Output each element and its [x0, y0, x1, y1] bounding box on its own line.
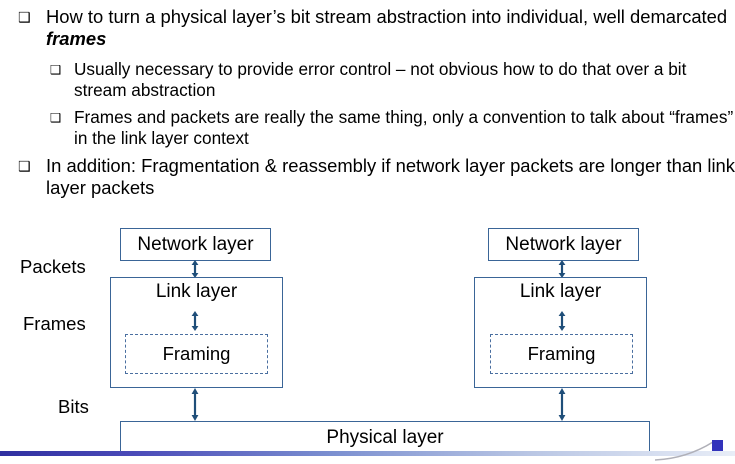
- right-frames-arrow-icon: [558, 311, 566, 331]
- bullet-item-3: ❑ Frames and packets are really the same…: [0, 107, 735, 149]
- bullet-item-4: ❑ In addition: Fragmentation & reassembl…: [0, 155, 735, 200]
- bullet-item-4-text: In addition: Fragmentation & reassembly …: [46, 154, 735, 199]
- physical-layer-box[interactable]: Physical layer: [120, 421, 650, 455]
- bullet-item-1-text-main: How to turn a physical layer’s bit strea…: [46, 6, 728, 27]
- right-network-layer-box[interactable]: Network layer: [488, 228, 639, 261]
- left-bits-arrow-icon: [191, 388, 199, 421]
- right-link-layer-label: Link layer: [519, 281, 602, 302]
- left-network-layer-box[interactable]: Network layer: [120, 228, 271, 261]
- bullet-item-1-text: How to turn a physical layer’s bit strea…: [46, 6, 735, 51]
- square-bullet-icon: ❑: [50, 109, 62, 125]
- label-packets: Packets: [20, 256, 86, 277]
- bullet-item-3-text: Frames and packets are really the same t…: [74, 106, 734, 148]
- bullet-list: ❑ How to turn a physical layer’s bit str…: [0, 0, 735, 202]
- square-bullet-icon: ❑: [18, 10, 31, 26]
- footer-swoosh-decoration: [655, 441, 714, 461]
- left-link-layer-label: Link layer: [155, 281, 238, 302]
- square-bullet-icon: ❑: [50, 61, 62, 77]
- left-framing-box[interactable]: Framing: [125, 334, 268, 374]
- left-frames-arrow-icon: [191, 311, 199, 331]
- left-packets-arrow-icon: [191, 260, 199, 278]
- right-packets-arrow-icon: [558, 260, 566, 278]
- bullet-item-1: ❑ How to turn a physical layer’s bit str…: [0, 6, 735, 51]
- square-bullet-icon: ❑: [18, 158, 31, 175]
- right-framing-box[interactable]: Framing: [490, 334, 633, 374]
- bullet-item-1-emphasis: frames: [46, 28, 107, 50]
- label-bits: Bits: [58, 396, 89, 417]
- right-bits-arrow-icon: [558, 388, 566, 421]
- bullet-item-2-text: Usually necessary to provide error contr…: [74, 58, 687, 100]
- footer-gradient-bar: [0, 451, 735, 456]
- label-frames: Frames: [23, 313, 86, 334]
- bullet-item-2: ❑ Usually necessary to provide error con…: [0, 59, 735, 101]
- footer-accent-square-icon: [712, 440, 723, 451]
